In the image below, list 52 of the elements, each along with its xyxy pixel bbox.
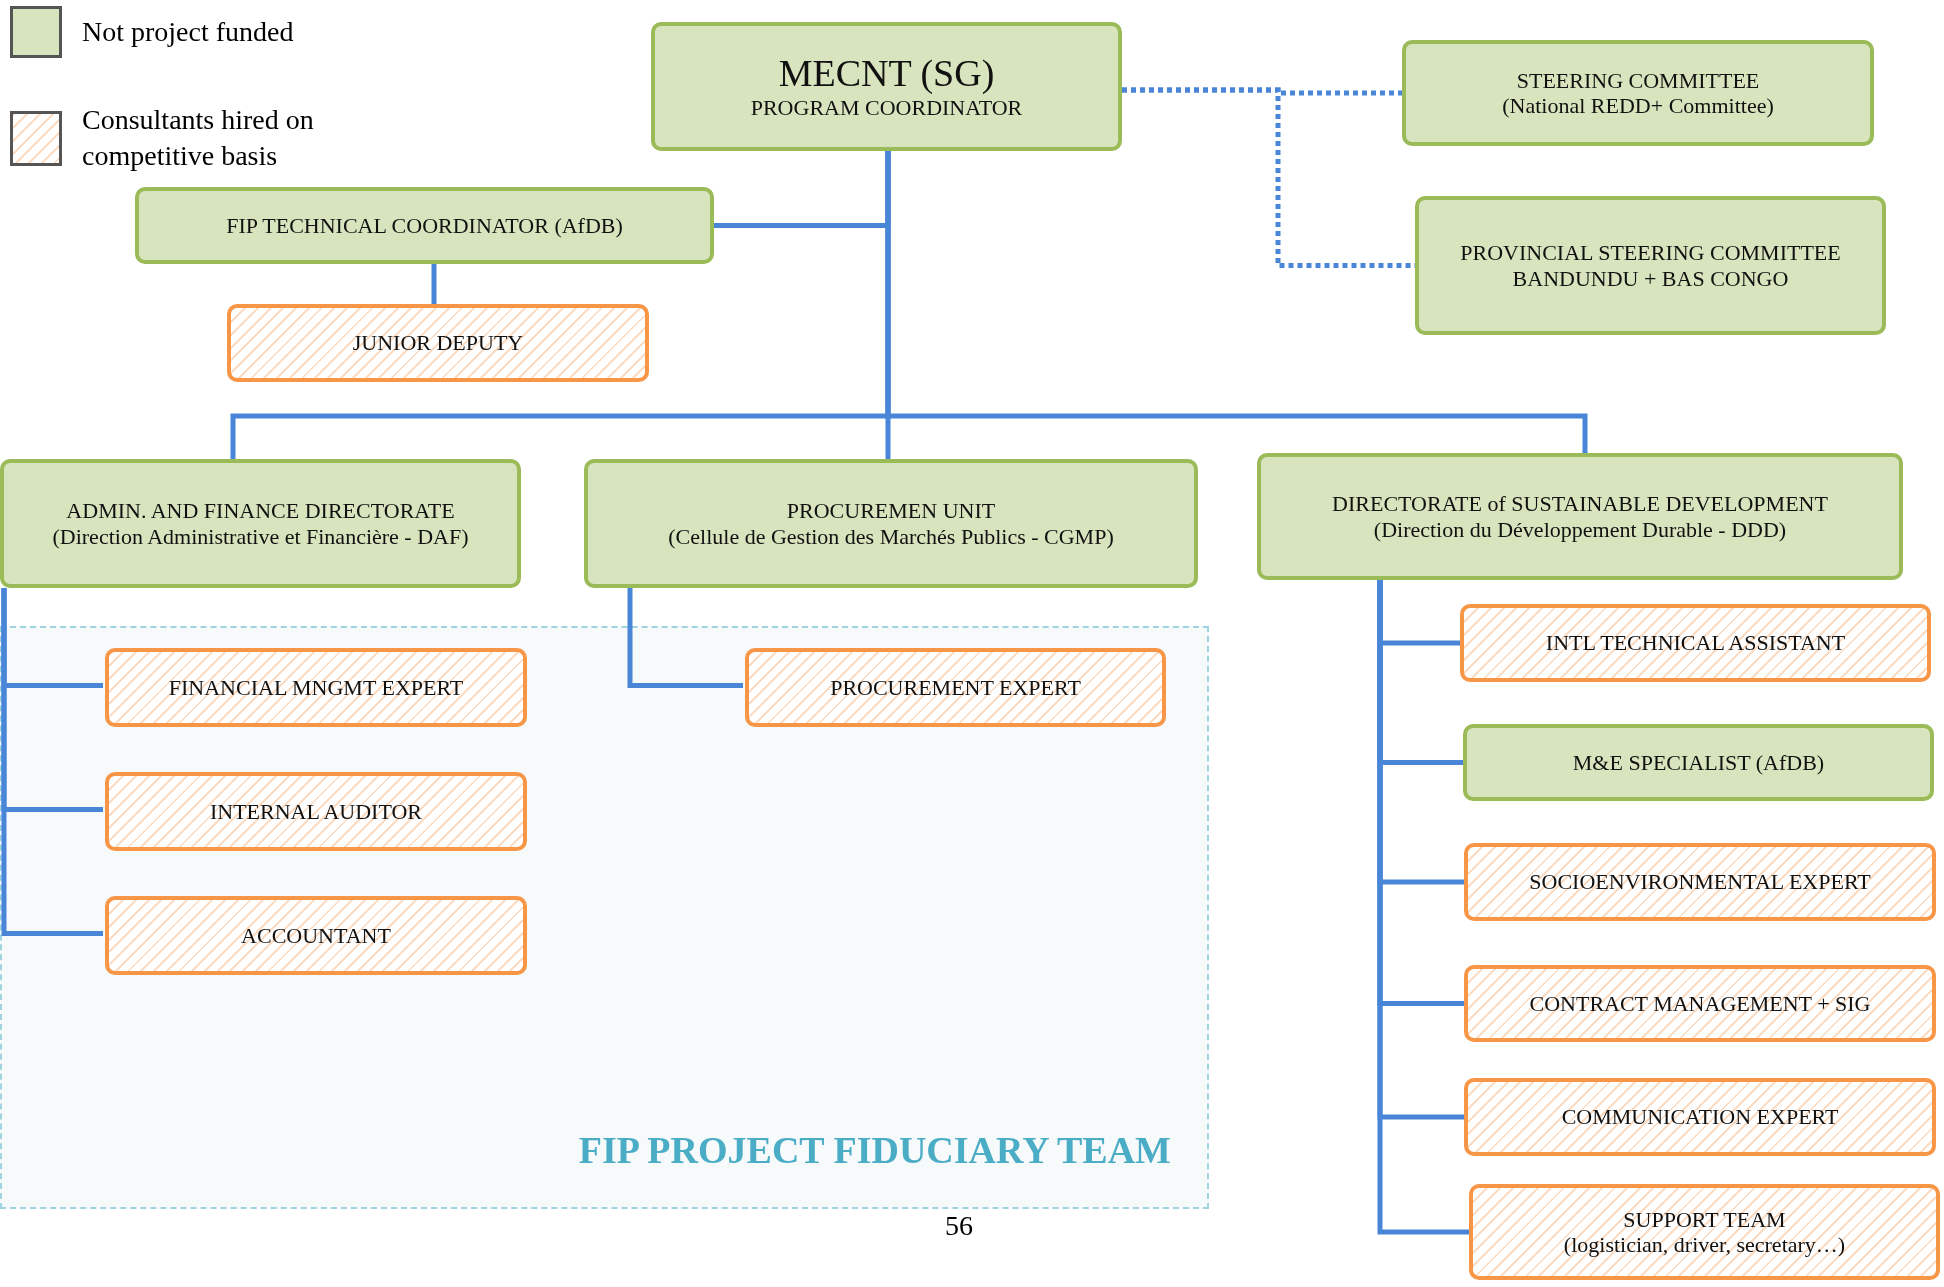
role-title: CONTRACT MANAGEMENT + SIG — [1529, 990, 1871, 1017]
region-title: FIP PROJECT FIDUCIARY TEAM — [578, 1131, 1171, 1169]
role-title: MECNT (SG) — [778, 52, 995, 95]
role-title: ACCOUNTANT — [241, 922, 391, 949]
funded-role-box — [651, 22, 1122, 151]
role-subtitle: (logistician, driver, secretary…) — [1563, 1232, 1846, 1258]
consultant-role-box — [1464, 843, 1936, 921]
role-subtitle: (National REDD+ Committee) — [1502, 93, 1774, 119]
role-title: PROCUREMEN UNIT — [786, 498, 996, 524]
role-title: JUNIOR DEPUTY — [352, 330, 524, 356]
role-title: ADMIN. AND FINANCE DIRECTORATE — [66, 498, 455, 524]
connector-line — [1, 588, 103, 936]
page-number: 56 — [945, 1209, 973, 1243]
funded-role-box — [135, 187, 714, 264]
consultant-role-box — [105, 772, 527, 851]
role-title: SUPPORT TEAM — [1623, 1206, 1786, 1232]
funded-role-box — [1415, 196, 1886, 335]
role-title: STEERING COMMITTEE — [1516, 67, 1760, 93]
role-subtitle: (Cellule de Gestion des Marchés Publics - CGMP) — [668, 523, 1114, 549]
role-title: INTL TECHNICAL ASSISTANT — [1545, 630, 1846, 656]
funded-role-box — [1402, 40, 1874, 146]
consultant-role-box — [1464, 965, 1936, 1042]
role-title: PROVINCIAL STEERING COMMITTEE — [1460, 240, 1841, 266]
consultant-role-box — [1469, 1184, 1940, 1280]
consultant-role-box — [227, 304, 649, 382]
consultant-role-box — [1460, 604, 1931, 682]
funded-role-box — [0, 459, 521, 588]
legend-text: Consultants hired on competitive basis — [82, 103, 315, 174]
role-title: DIRECTORATE of SUSTAINABLE DEVELOPMENT — [1332, 491, 1828, 517]
connector-line — [627, 588, 743, 688]
team-region — [0, 626, 1209, 1209]
funded-role-box — [584, 459, 1198, 588]
funded-role-box — [1463, 724, 1934, 801]
consultant-role-box — [1464, 1078, 1936, 1156]
consultant-role-box — [105, 896, 527, 975]
role-title: PROCUREMENT EXPERT — [830, 674, 1081, 701]
role-title: FIP TECHNICAL COORDINATOR (AfDB) — [226, 212, 623, 239]
role-title: INTERNAL AUDITOR — [209, 798, 422, 825]
consultant-role-box — [745, 648, 1166, 727]
role-subtitle: PROGRAM COORDINATOR — [750, 94, 1023, 121]
connector-line — [885, 151, 1588, 453]
role-title: SOCIOENVIRONMENTAL EXPERT — [1529, 869, 1871, 895]
role-title: COMMUNICATION EXPERT — [1561, 1104, 1839, 1130]
connector-line — [431, 264, 437, 304]
funded-role-box — [1257, 453, 1903, 580]
role-title: FINANCIAL MNGMT EXPERT — [168, 674, 464, 701]
role-subtitle: BANDUNDU + BAS CONGO — [1512, 265, 1789, 291]
role-subtitle: (Direction du Développement Durable - DDD) — [1373, 516, 1787, 542]
legend-text: Not project funded — [82, 14, 295, 49]
role-subtitle: (Direction Administrative et Financière - DAF) — [52, 523, 469, 549]
consultant-role-box — [105, 648, 527, 727]
role-title: M&E SPECIALIST (AfDB) — [1572, 749, 1825, 776]
